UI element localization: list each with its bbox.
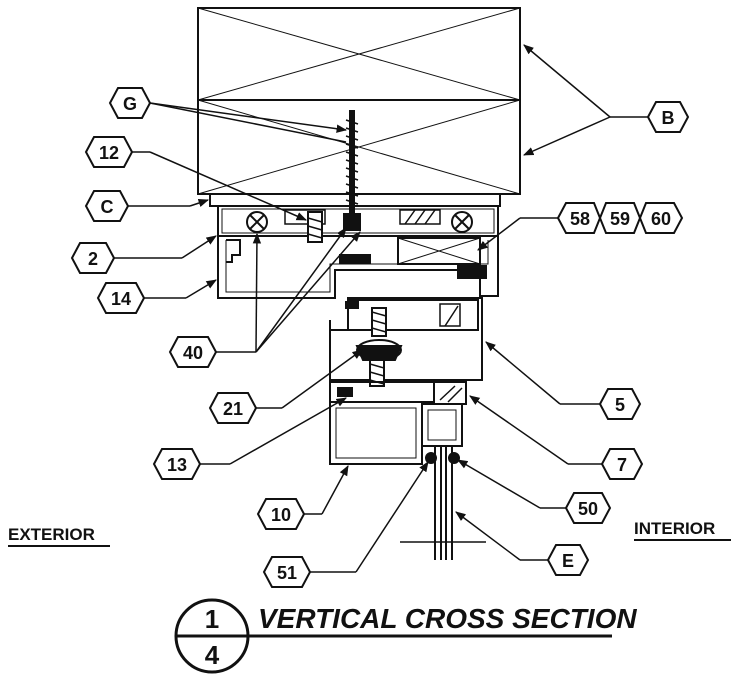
tag-40: 40 (168, 336, 218, 368)
tag-40-label: 40 (183, 343, 203, 363)
tag-13: 13 (152, 448, 202, 480)
tag-21-label: 21 (223, 399, 243, 419)
tag-2-label: 2 (88, 249, 98, 269)
head-screw (307, 211, 323, 243)
interior-label: INTERIOR (634, 519, 715, 538)
tag-21: 21 (208, 392, 258, 424)
tag-E-label: E (562, 551, 574, 571)
drawing-title: VERTICAL CROSS SECTION (258, 603, 637, 634)
tag-14-label: 14 (111, 289, 131, 309)
glazing-gaskets (425, 452, 460, 464)
tag-G-label: G (123, 94, 137, 114)
shim-setting-block (355, 307, 403, 387)
header-blocking (197, 7, 521, 195)
exterior-label: EXTERIOR (8, 525, 95, 544)
tag-58: 58 (556, 202, 602, 234)
detail-number: 1 (205, 604, 219, 634)
tag-50: 50 (564, 492, 612, 524)
tag-14: 14 (96, 282, 146, 314)
tag-51: 51 (262, 556, 312, 588)
glass-panel (400, 446, 486, 560)
tag-5-label: 5 (615, 395, 625, 415)
head-filler-block (397, 237, 481, 265)
tag-58-label: 58 (570, 209, 590, 229)
tag-7-label: 7 (617, 455, 627, 475)
sill-profile (329, 381, 467, 465)
tag-60-label: 60 (651, 209, 671, 229)
tag-7: 7 (600, 448, 644, 480)
anchor-screw-right (451, 211, 473, 233)
tag-12: 12 (84, 136, 134, 168)
tag-G: G (108, 87, 152, 119)
leader-lines (114, 44, 650, 573)
tag-E: E (546, 544, 590, 576)
detail-bubble: 1 4 (174, 598, 250, 674)
tag-C-label: C (101, 197, 114, 217)
tag-51-label: 51 (277, 563, 297, 583)
sheet-number: 4 (205, 640, 220, 670)
head-frame-profile (217, 205, 499, 299)
tag-59: 59 (598, 202, 642, 234)
head-seals (284, 209, 441, 225)
tag-13-label: 13 (167, 455, 187, 475)
tag-12-label: 12 (99, 143, 119, 163)
tag-50-label: 50 (578, 499, 598, 519)
tag-5: 5 (598, 388, 642, 420)
tag-C: C (84, 190, 130, 222)
tag-10: 10 (256, 498, 306, 530)
tag-60: 60 (638, 202, 684, 234)
fastener-screw (343, 110, 361, 231)
tag-B-label: B (662, 108, 675, 128)
tag-B: B (646, 101, 690, 133)
anchor-screw-left (246, 211, 268, 233)
tag-10-label: 10 (271, 505, 291, 525)
receptor-profile (329, 297, 483, 381)
tag-59-label: 59 (610, 209, 630, 229)
tag-2: 2 (70, 242, 116, 274)
